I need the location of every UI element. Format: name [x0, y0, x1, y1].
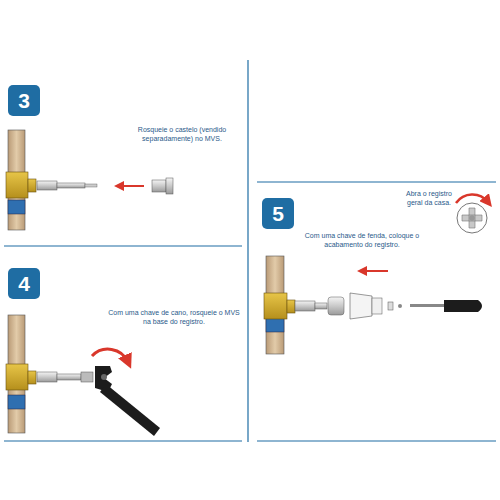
- step-badge: 4: [8, 268, 40, 299]
- step-number: 3: [18, 90, 30, 111]
- pipe-valve-3: [6, 130, 173, 230]
- step-number: 4: [18, 273, 30, 294]
- step-badge: 3: [8, 85, 40, 116]
- screwdriver: [410, 300, 482, 312]
- pipe-wrench: [95, 366, 160, 436]
- main-valve-handle: [456, 194, 488, 233]
- instruction-text: Com uma chave de cano, rosqueie o MVS na…: [106, 309, 242, 327]
- instruction-text: Com uma chave de fenda, coloque o acabam…: [300, 232, 424, 250]
- pipe-valve-5: [264, 194, 488, 354]
- instruction-text: Abra o registro geral da casa.: [398, 190, 460, 208]
- pipe-valve-4: [6, 315, 160, 436]
- instruction-text: Rosqueie o castelo (vendido separadament…: [126, 126, 238, 144]
- step-number: 5: [272, 203, 284, 224]
- step-badge: 5: [262, 198, 294, 229]
